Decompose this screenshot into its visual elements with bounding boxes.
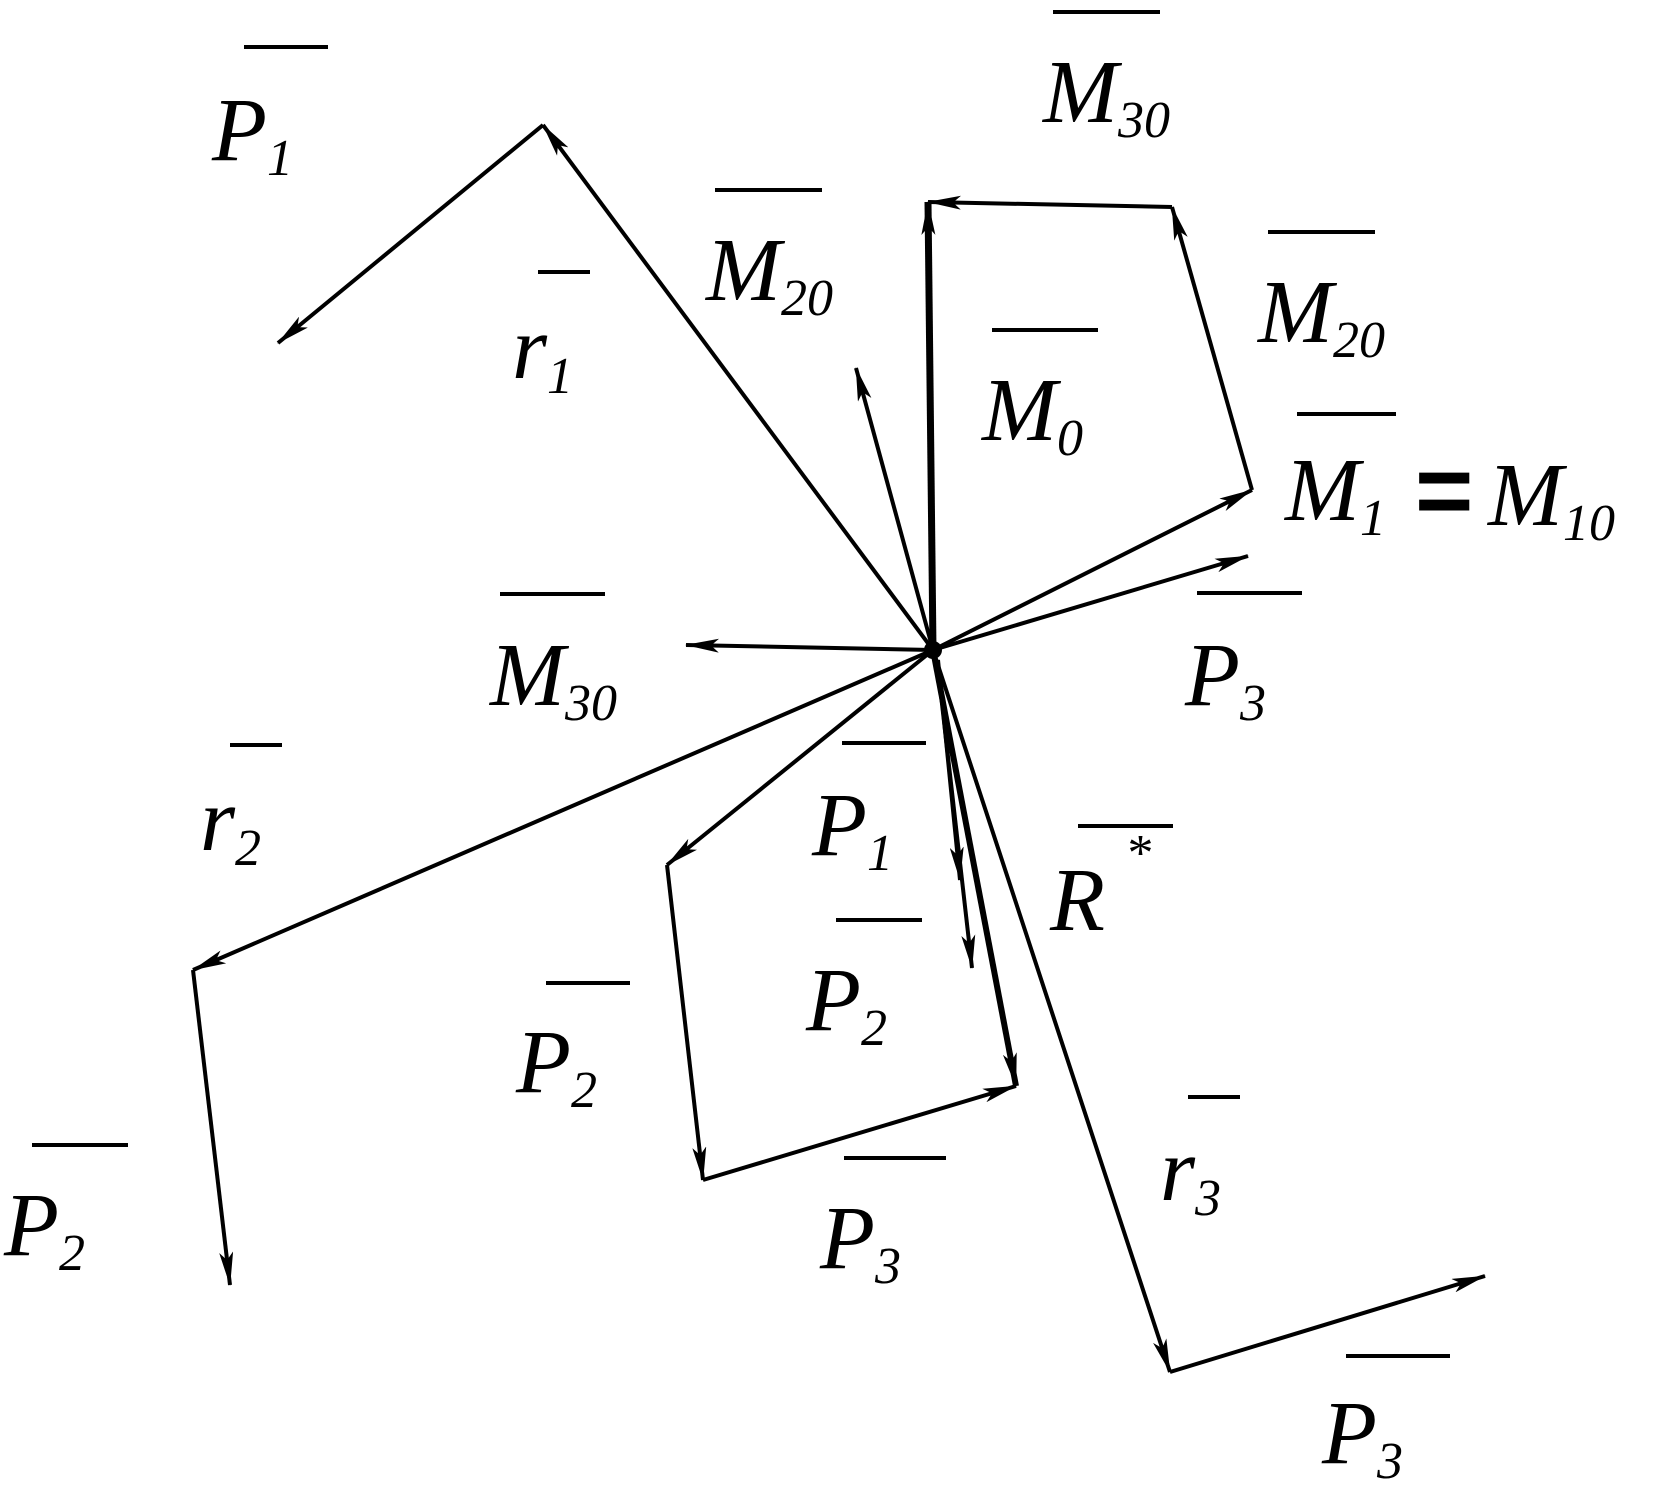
M20-polygon-edge bbox=[1170, 206, 1254, 491]
label-R-star: R* bbox=[1049, 825, 1151, 950]
label-M10: M10 bbox=[1486, 446, 1615, 552]
label-M30-left: M30 bbox=[488, 626, 617, 732]
label-r3: r3 bbox=[1160, 1121, 1221, 1227]
R-star-resultant bbox=[930, 649, 1019, 1087]
r3-vector bbox=[931, 649, 1172, 1373]
r2-vector bbox=[192, 648, 934, 972]
P3-force-far bbox=[1169, 1274, 1486, 1374]
label-P1-center: P1 bbox=[811, 776, 893, 882]
label-P2-center: P2 bbox=[805, 951, 887, 1057]
P2-force-left bbox=[191, 969, 234, 1286]
M30-moment-vector bbox=[685, 638, 934, 653]
label-r2: r2 bbox=[200, 771, 261, 877]
label-M1: M1 bbox=[1283, 441, 1386, 547]
P3-polygon-edge bbox=[702, 1084, 1017, 1182]
label-P2-polygon: P2 bbox=[515, 1013, 597, 1119]
label-P3-far: P3 bbox=[1321, 1384, 1403, 1490]
label-P1-top: P1 bbox=[211, 81, 293, 187]
M30-polygon-edge bbox=[927, 195, 1173, 210]
label-P3-right: P3 bbox=[1184, 626, 1266, 732]
M20-moment-vector bbox=[854, 367, 935, 651]
P2-polygon-edge bbox=[665, 864, 707, 1181]
label-P2-left: P2 bbox=[3, 1176, 85, 1282]
label-M20-mid: M20 bbox=[704, 221, 833, 327]
label-M0: M0 bbox=[980, 361, 1083, 467]
P1-force-top bbox=[276, 123, 545, 345]
label-equals: = bbox=[1415, 435, 1473, 547]
M0-resultant-moment bbox=[921, 201, 937, 651]
label-M20-right: M20 bbox=[1256, 263, 1385, 369]
r1-vector bbox=[541, 123, 935, 652]
P3-force-origin bbox=[932, 554, 1249, 652]
label-M30-top: M30 bbox=[1041, 43, 1170, 149]
P1-force-center bbox=[665, 648, 935, 867]
label-r1: r1 bbox=[512, 299, 573, 405]
P1-force-down bbox=[936, 659, 964, 881]
M1-moment-vector bbox=[932, 488, 1253, 652]
label-P3-bottom: P3 bbox=[819, 1189, 901, 1295]
